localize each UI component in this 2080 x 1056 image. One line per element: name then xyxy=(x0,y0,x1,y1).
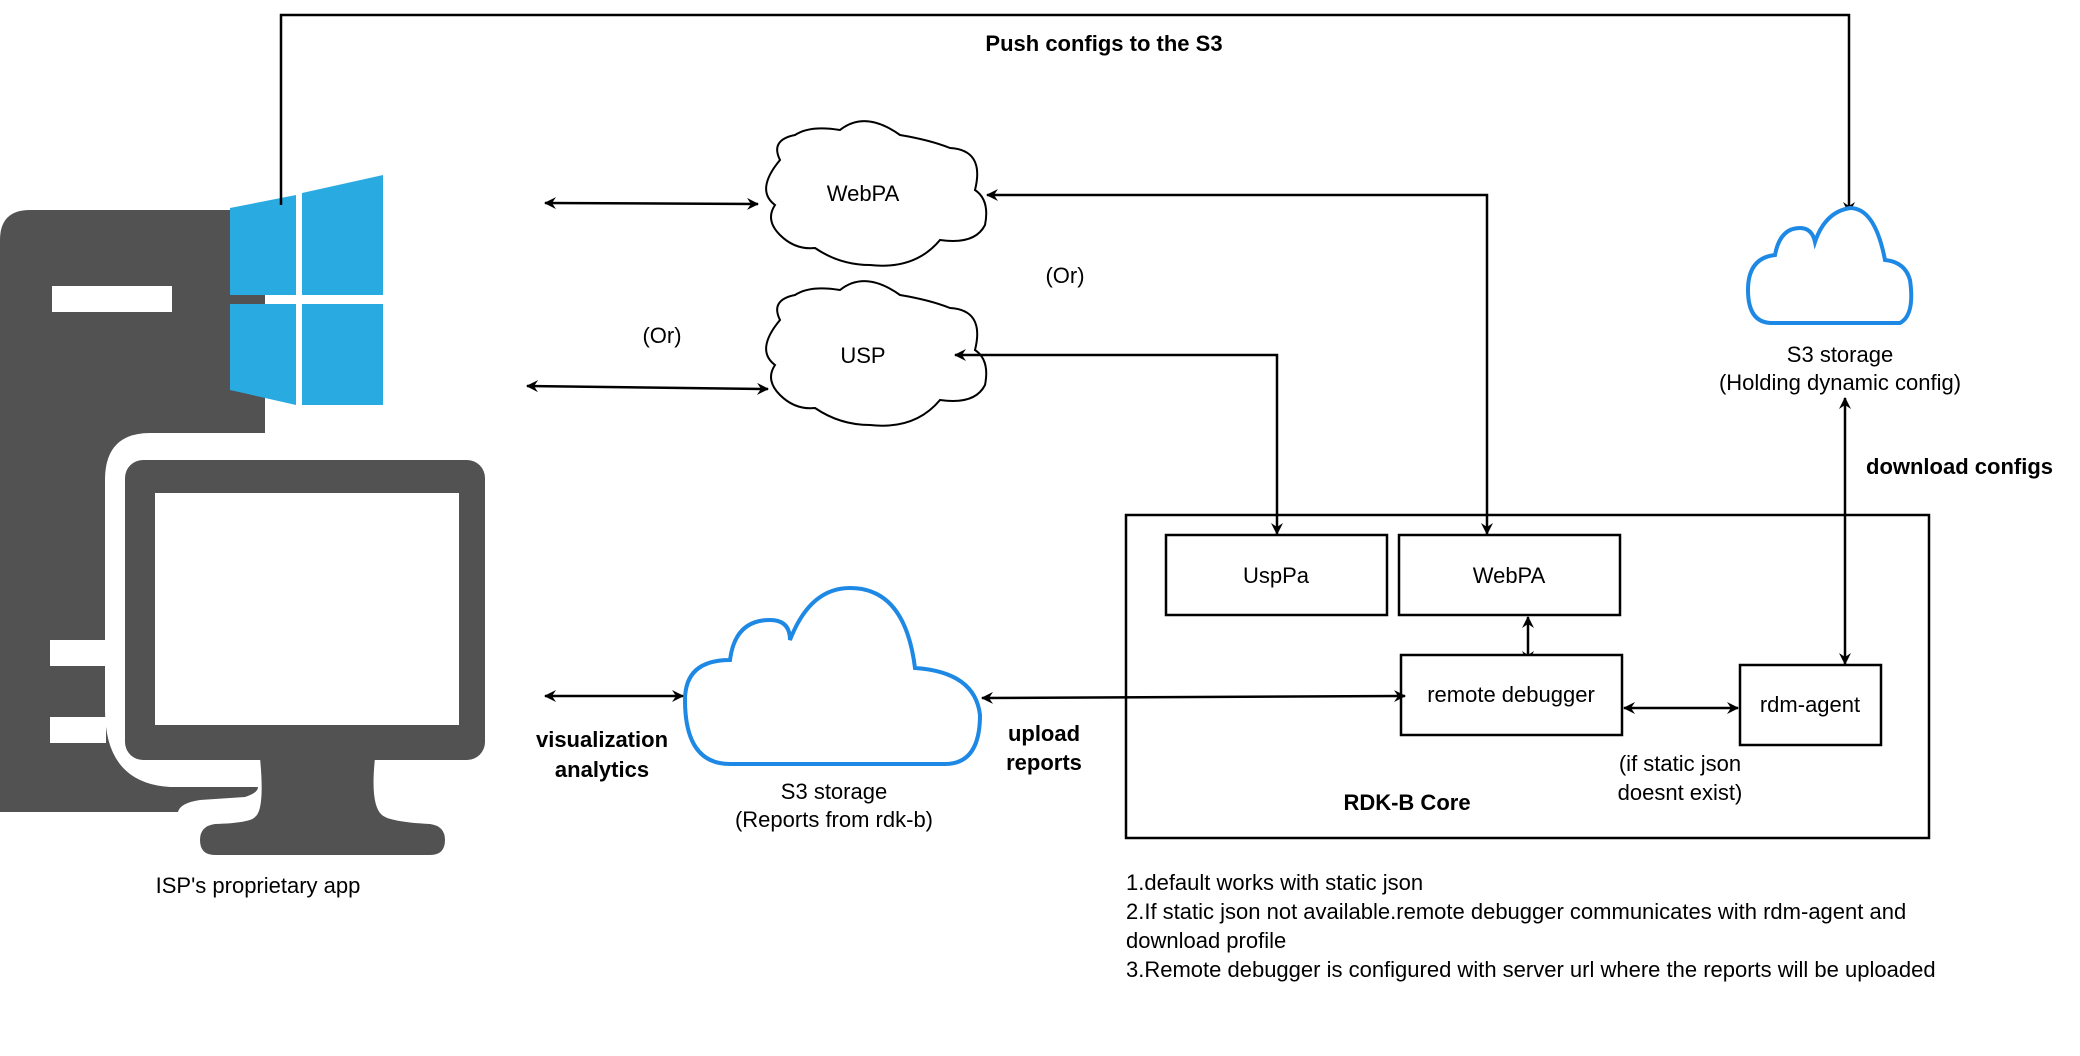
webpa-box-label: WebPA xyxy=(1473,563,1546,588)
s3-reports-subtitle: (Reports from rdk-b) xyxy=(735,807,933,832)
windows-webpa-arrow xyxy=(544,197,759,210)
rdm-agent-box xyxy=(1738,663,1883,747)
rdm-agent-label: rdm-agent xyxy=(1760,692,1860,717)
upload-reports-arrow xyxy=(981,690,1406,704)
upload-label-line1: upload xyxy=(1008,721,1080,746)
remote-debugger-label: remote debugger xyxy=(1427,682,1595,707)
note-item: 3.Remote debugger is configured with ser… xyxy=(1126,957,1936,982)
windows-logo-icon xyxy=(230,175,383,405)
usp-cloud: USP xyxy=(765,280,988,427)
webpa-cloud-label: WebPA xyxy=(827,181,900,206)
upload-label-line2: reports xyxy=(1006,750,1082,775)
s3-config-subtitle: (Holding dynamic config) xyxy=(1719,370,1961,395)
s3-config-cloud-icon xyxy=(1745,205,1914,325)
visualization-label-line2: analytics xyxy=(555,757,649,782)
notes-list: 1.default works with static json 2.If st… xyxy=(1126,868,1946,984)
webpa-box xyxy=(1397,533,1622,617)
computer-icon xyxy=(0,210,485,855)
windows-usp-arrow xyxy=(526,380,769,395)
webpa-cloud-to-box-connector xyxy=(986,189,1493,535)
note-item: 2.If static json not available.remote de… xyxy=(1126,899,1907,953)
rdkb-core-container xyxy=(1124,513,1931,840)
visualization-label-line1: visualization xyxy=(536,727,668,752)
static-json-note-line1: (if static json xyxy=(1619,751,1741,776)
uspa-box-label: UspPa xyxy=(1243,563,1310,588)
isp-app-label: ISP's proprietary app xyxy=(156,873,361,898)
push-configs-label: Push configs to the S3 xyxy=(985,31,1222,56)
usp-cloud-label: USP xyxy=(840,343,885,368)
or-label-center: (Or) xyxy=(1045,263,1084,288)
s3-config-title: S3 storage xyxy=(1787,342,1893,367)
uspa-box xyxy=(1164,533,1389,617)
s3-reports-title: S3 storage xyxy=(781,779,887,804)
note-item: 1.default works with static json xyxy=(1126,870,1424,895)
or-label-left: (Or) xyxy=(642,323,681,348)
static-json-note-line2: doesnt exist) xyxy=(1618,780,1743,805)
push-configs-connector xyxy=(279,13,1855,214)
download-configs-label: download configs xyxy=(1866,454,2053,479)
usp-cloud-to-uspa-connector xyxy=(954,349,1283,535)
rdkb-core-label: RDK-B Core xyxy=(1343,790,1470,815)
s3-reports-cloud-icon xyxy=(682,585,983,766)
webpa-cloud: WebPA xyxy=(765,120,988,267)
